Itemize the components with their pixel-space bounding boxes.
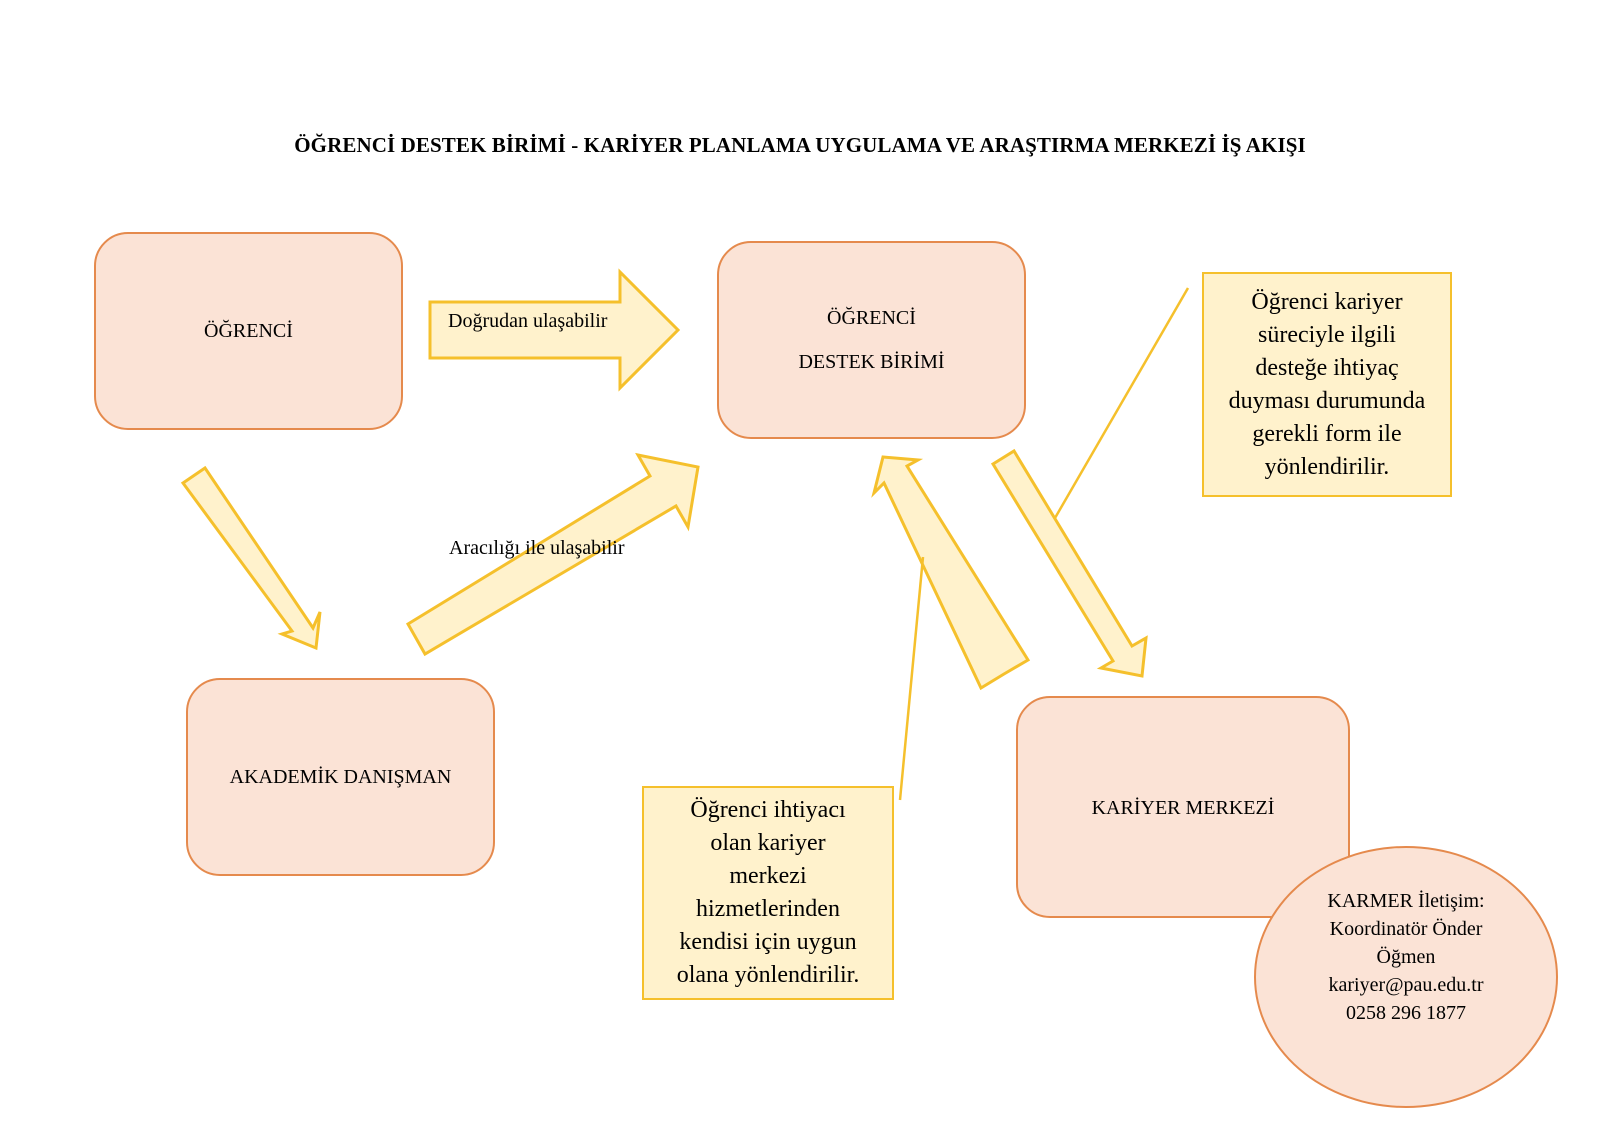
arrow-student-to-advisor [180, 465, 322, 651]
arrow-direct [428, 268, 681, 392]
contact-circle: KARMER İletişim: Koordinatör Önder Öğmen… [1254, 846, 1558, 1108]
note-line: duyması durumunda [1228, 387, 1426, 414]
note-line: Öğrenci kariyer [1251, 288, 1403, 315]
note-service-direction: Öğrenci ihtiyacı olan kariyer merkezi hi… [642, 786, 894, 1000]
contact-phone: 0258 296 1877 [1345, 1002, 1466, 1024]
arrow-via-advisor-label: Aracılığı ile ulaşabilir [449, 537, 625, 559]
note-line: hizmetlerinden [696, 896, 840, 922]
node-destek-birimi-line: DESTEK BİRİMİ [798, 351, 945, 373]
arrow-support-to-career [990, 448, 1148, 678]
node-destek-birimi: ÖĞRENCİ DESTEK BİRİMİ [717, 241, 1026, 439]
node-kariyer-merkezi: KARİYER MERKEZİ [1016, 696, 1350, 918]
arrow-advisor-to-support [405, 452, 700, 657]
arrow-direct-label: Doğrudan ulaşabilir [448, 310, 608, 332]
contact-heading: KARMER İletişim: [1327, 890, 1485, 912]
note-line: olan kariyer [710, 830, 826, 856]
node-akademik-danisman-label: AKADEMİK DANIŞMAN [229, 766, 452, 788]
arrow-career-to-support [871, 455, 1031, 691]
note-line: merkezi [729, 863, 807, 889]
node-kariyer-merkezi-label: KARİYER MERKEZİ [1091, 797, 1275, 819]
node-akademik-danisman: AKADEMİK DANIŞMAN [186, 678, 495, 876]
note-line: olana yönlendirilir. [676, 962, 860, 988]
page-title: ÖĞRENCİ DESTEK BİRİMİ - KARİYER PLANLAMA… [294, 133, 1306, 157]
note-line: yönlendirilir. [1264, 453, 1390, 480]
note-line: süreciyle ilgili [1258, 321, 1396, 348]
note-referral-form: Öğrenci kariyer süreciyle ilgili desteğe… [1202, 272, 1452, 497]
callout-line-referral [1053, 287, 1190, 519]
note-line: Öğrenci ihtiyacı [690, 797, 846, 823]
contact-coordinator-surname: Öğmen [1376, 946, 1436, 968]
contact-coordinator: Koordinatör Önder [1329, 918, 1483, 940]
note-line: gerekli form ile [1252, 420, 1402, 447]
node-ogrenci-label: ÖĞRENCİ [204, 320, 293, 342]
callout-line-service [898, 556, 925, 801]
node-destek-birimi-line: ÖĞRENCİ [827, 307, 916, 329]
node-ogrenci: ÖĞRENCİ [94, 232, 403, 430]
note-line: kendisi için uygun [679, 929, 857, 955]
contact-email[interactable]: kariyer@pau.edu.tr [1328, 974, 1484, 996]
note-line: desteğe ihtiyaç [1255, 354, 1399, 381]
